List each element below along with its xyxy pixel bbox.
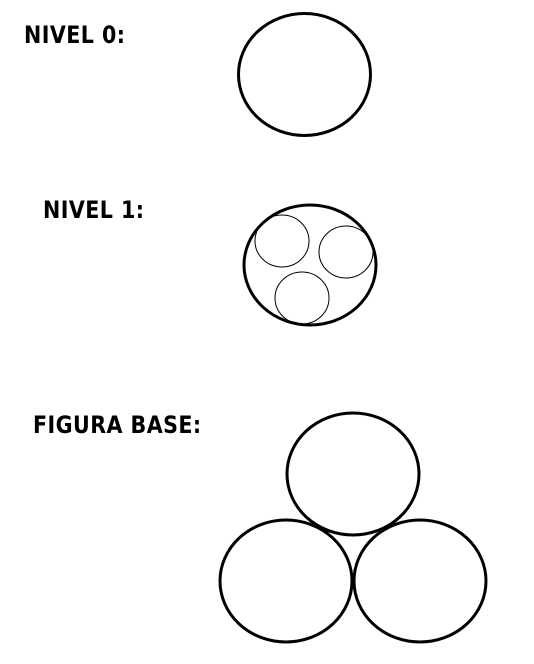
level-1-label: NIVEL 1: bbox=[43, 196, 145, 224]
base-circle-bottom-left bbox=[218, 518, 354, 644]
level-1-inner-circle-left bbox=[254, 214, 310, 268]
base-figure bbox=[218, 411, 488, 644]
base-circle-top bbox=[285, 411, 421, 537]
level-1-outer-circle bbox=[242, 203, 378, 327]
level-1-inner-circle-right bbox=[318, 225, 374, 279]
base-figure-label: FIGURA BASE: bbox=[33, 411, 202, 439]
base-circle-bottom-right bbox=[352, 518, 488, 644]
level-1-figure bbox=[242, 203, 378, 327]
level-0-circle bbox=[237, 12, 372, 137]
level-0-label: NIVEL 0: bbox=[24, 21, 126, 49]
level-1-inner-circle-bottom bbox=[274, 271, 330, 325]
